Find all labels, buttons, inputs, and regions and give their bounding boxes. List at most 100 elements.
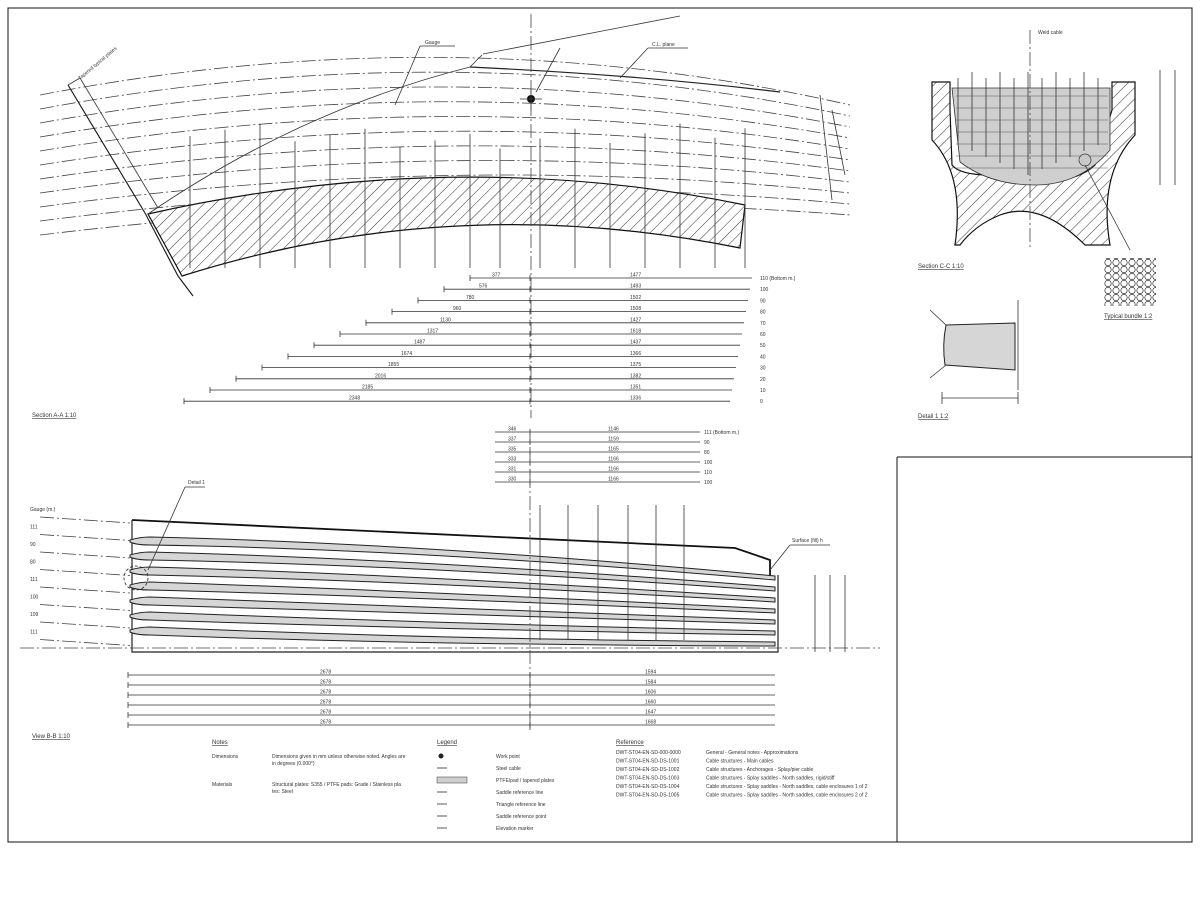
dimension-left-value: 2016 [375,373,386,379]
weld-cable-label: Weld cable [1038,30,1063,36]
dimension-right-value: 1351 [630,385,641,391]
dimension-left-value: 2348 [349,396,360,402]
dimension-right-value: 1493 [630,284,641,290]
note-value-cont: tes: Steel [272,789,293,795]
level-value: 60 [760,332,766,338]
level-value: 111 [30,525,38,531]
reference-code: DWT-ST04-EN-SD-DS-1002 [616,767,680,773]
dimension-left-value: 1855 [388,362,399,368]
dimension-row: 780 1502 90 [417,295,766,304]
reference-code: DWT-ST04-EN-SD-DS-1004 [616,784,680,790]
work-point-icon [438,753,444,759]
reference-text: Cable structures - Splay saddles - North… [706,784,868,790]
legend-text: Saddle reference line [496,790,543,796]
level-value: 90 [760,298,766,304]
dimension-left-value: 576 [479,284,488,290]
note-key: Dimensions [212,754,239,760]
level-value: 80 [760,310,766,316]
dimension-right-value: 1166 [608,457,619,463]
centre-line-label: C.L. plane [652,42,675,48]
typical-bundle-title: Typical bundle 1:2 [1104,314,1153,320]
dimension-right-value: 1668 [645,720,656,726]
dimension-left-value: 2678 [320,710,331,716]
detail-1-ref-label: Detail 1 [188,480,205,486]
saddle-hatched-body [147,176,746,277]
section-cc-title: Section C-C 1:10 [918,264,964,270]
dimension-right-value: 1336 [630,396,641,402]
dimension-left-value: 346 [508,427,517,433]
legend-item: PTFE/pad / tapered plates [436,776,555,784]
level-value: 100 [704,480,713,486]
reference-text: Cable structures - Splay saddles - North… [706,776,835,782]
legend-item: Triangle reference line [437,802,546,808]
reference-item: DWT-ST04-EN-SD-000-0000 General - General… [616,750,799,756]
dimension-right-value: 1477 [630,273,641,279]
dimension-left-value: 333 [508,457,517,463]
reference-block: Reference DWT-ST04-EN-SD-000-0000 General… [616,740,868,799]
dimension-left-value: 960 [453,306,462,312]
dimension-right-value: 1437 [630,340,641,346]
level-value: 111 [30,630,38,636]
dimension-left-value: 2185 [362,385,373,391]
legend-text: Steel cable [496,766,521,772]
legend-text: Triangle reference line [496,802,546,808]
dimension-left-value: 337 [508,437,517,443]
reference-code: DWT-ST04-EN-SD-000-0000 [616,750,681,756]
reference-heading: Reference [616,740,644,746]
level-value: 10 [760,388,766,394]
dimension-right-value: 1159 [608,437,619,443]
section-aa-title: Section A-A 1:10 [32,413,77,419]
reference-text: Cable structures - Main cables [706,759,774,765]
reference-text: General - General notes - Approximations [706,750,799,756]
legend-item: Saddle reference line [437,790,543,796]
dimension-right-value: 1375 [630,362,641,368]
level-value: 30 [760,366,766,372]
reference-text: Cable structures - Splay saddles - North… [706,793,868,799]
dimension-right-value: 1166 [608,477,619,483]
dimension-right-value: 1508 [630,306,641,312]
dimension-row: 2185 1351 10 [209,385,766,394]
legend-swatch [436,776,468,784]
dimension-right-value: 1502 [630,295,641,301]
dimension-left-value: 780 [466,295,475,301]
section-cc: Section C-C 1:10 Weld cable [918,30,1176,270]
dimension-right-value: 1584 [645,680,656,686]
note-value-cont: in degrees (0.000°) [272,761,315,767]
level-value: 0 [760,399,763,405]
dimension-right-value: 1146 [608,427,619,433]
dimension-left-value: 1317 [427,329,438,335]
saddle-top-arc [469,66,781,93]
dimension-row: 2348 1336 0 [183,396,763,405]
detail-1-pad-shape [943,322,1016,371]
legend-text: PTFE/pad / tapered plates [496,778,555,784]
dimension-right-value: 1594 [645,670,656,676]
level-value: 70 [760,321,766,327]
note-key: Materials [212,782,233,788]
level-value: 20 [760,377,766,383]
section-cc-cable-grid [956,72,1108,175]
dimension-left-value: 1674 [401,351,412,357]
tapered-plate-outline [67,84,194,297]
reference-item: DWT-ST04-EN-SD-DS-1004 Cable structures -… [616,784,868,790]
dimension-left-value: 2678 [320,680,331,686]
tapered-plates-label: Tapered typical plates [77,46,118,82]
dimension-left-value: 1130 [440,317,451,323]
legend-text: Elevation marker [496,826,534,832]
gauge-label: Gauge [425,40,440,46]
level-value: 90 [30,542,36,548]
legend-item: Work point [438,753,520,760]
level-value: 110 [704,470,712,476]
